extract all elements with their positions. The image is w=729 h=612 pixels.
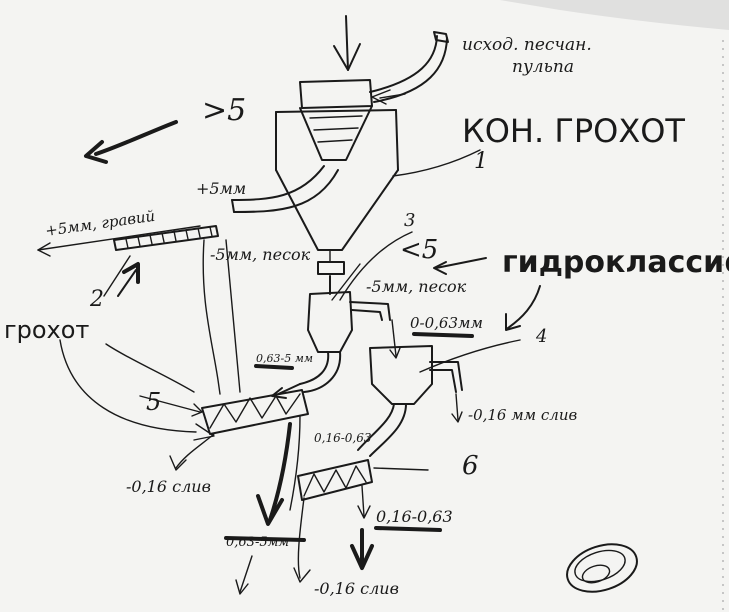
leader-screen-b-head	[193, 423, 215, 441]
leader-screen-a	[105, 343, 195, 393]
sands-6-arrow	[350, 485, 442, 570]
overflow-5	[169, 433, 215, 471]
number-3: 3	[404, 210, 415, 231]
label-screen: грохот	[4, 316, 89, 344]
sands-5-arrow	[256, 415, 301, 526]
label-plus5mm: +5мм	[196, 179, 246, 198]
hydro-arrow-left	[435, 257, 487, 269]
screen-undersize-line	[202, 239, 221, 395]
number-6: 6	[462, 451, 479, 481]
hydro-arrowhead-down	[505, 313, 521, 331]
number-5: 5	[146, 388, 161, 416]
hydroclassifier-4	[357, 345, 463, 457]
label-minus5mm-sand-b: -5мм, песок	[366, 277, 467, 296]
label-size-0-063: 0-0,63мм	[410, 314, 483, 332]
screen-2	[113, 225, 219, 251]
output-063-5	[224, 536, 306, 595]
leader-3	[339, 231, 413, 301]
number-4: 4	[535, 326, 547, 347]
direction-arrow-left	[84, 120, 178, 164]
label-size-016-063-small: 0,16-0,63	[314, 431, 372, 445]
hydro-arrowhead-left	[433, 261, 447, 275]
feed-arrow-top	[333, 15, 361, 71]
leader-2	[103, 255, 131, 297]
label-source-pulp-2: пульпа	[512, 57, 574, 77]
label-lt5: <5	[400, 235, 438, 265]
label-size-063-5-bottom: 0,63-5мм	[226, 535, 289, 550]
screen-up-arrow	[117, 262, 140, 297]
leader-4	[419, 339, 521, 373]
gravel-arrow	[37, 225, 201, 257]
doodle	[566, 543, 638, 593]
label-size-016-063-bottom: 0,16-0,63	[376, 507, 453, 526]
label-overflow-016-bottom: -0,16 слив	[314, 579, 399, 598]
overflow-6	[293, 497, 311, 583]
label-cone-screen: КОН. ГРОХОТ	[462, 112, 685, 150]
leader-1	[392, 149, 481, 177]
label-gt5: >5	[202, 93, 246, 128]
label-overflow-016-left: -0,16 слив	[126, 477, 211, 496]
number-2: 2	[89, 287, 104, 312]
cone-screen-1	[275, 79, 399, 275]
paper-artifacts	[500, 0, 729, 612]
label-hydroclassifier: гидроклассиф	[502, 245, 729, 280]
label-size-063-5-small: 0,63-5 мм	[256, 352, 313, 365]
feed-pipe	[369, 31, 449, 105]
oversize-pipe	[231, 165, 339, 213]
spiral-classifier-5	[139, 389, 309, 435]
label-overflow-016-right: -0,16 мм слив	[468, 406, 577, 424]
label-source-pulp-1: исход. песчан.	[462, 35, 592, 55]
hydroclassifier-3	[299, 263, 401, 393]
spiral-classifier-6	[297, 459, 429, 501]
underline-0-063	[412, 332, 474, 338]
leader-screen-b	[59, 339, 197, 433]
hydro-arrow-down	[507, 285, 541, 329]
screen-undersize-line-2	[225, 239, 241, 393]
label-minus5mm-sand-a: -5мм, песок	[210, 245, 311, 264]
number-1: 1	[474, 149, 488, 174]
arrow-063-5	[254, 364, 301, 399]
